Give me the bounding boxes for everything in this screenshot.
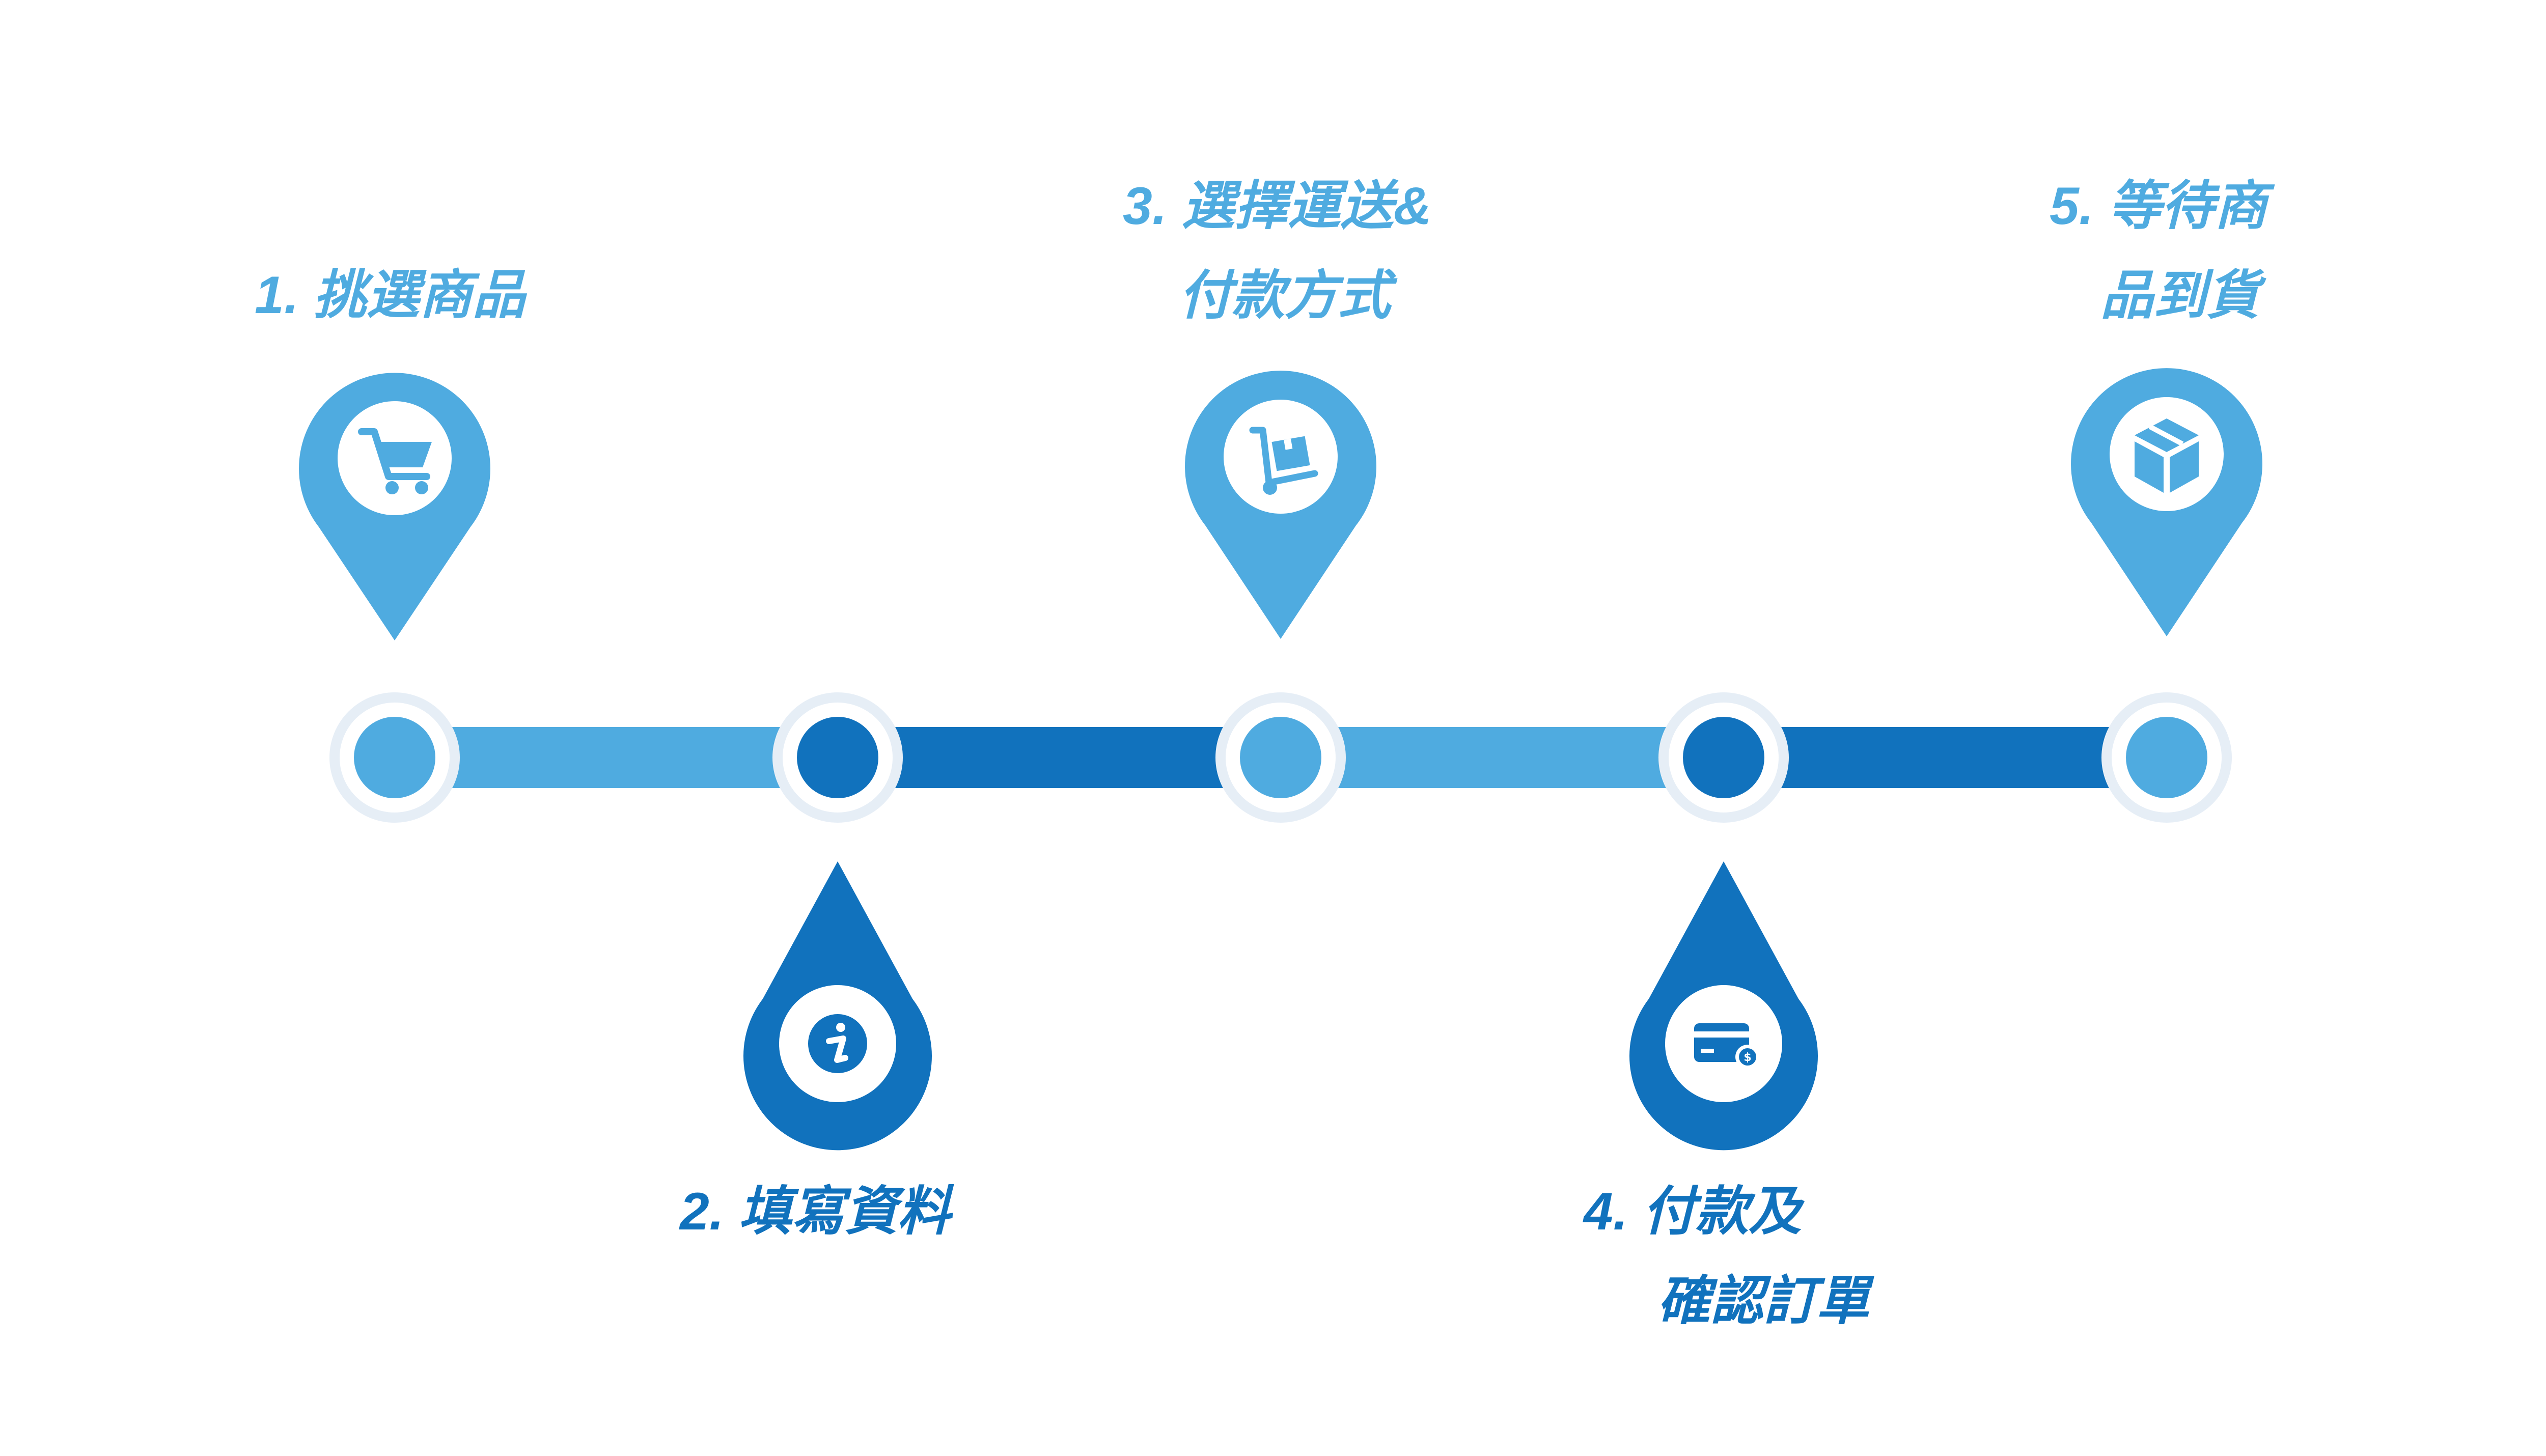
step3-label-line2: 付款方式 [1179, 266, 1391, 325]
step3-pin-marker [1184, 371, 1376, 639]
step2-label: 2. 填寫資料 [680, 1167, 951, 1256]
hand-truck-icon [1249, 427, 1318, 495]
step3-label: 3. 選擇運送& 付款方式 [1123, 161, 1432, 341]
credit-card-icon: $ [1694, 1023, 1760, 1069]
timeline-node-5 [2101, 692, 2232, 823]
step2-drop-marker [743, 861, 932, 1151]
timeline-node-3 [1215, 692, 1346, 823]
step5-pin-marker [2070, 368, 2262, 636]
step5-label-line1: 5. 等待商 [2050, 177, 2267, 236]
timeline-node-1 [329, 692, 460, 823]
timeline-segment-4 [1724, 727, 2167, 788]
shopping-cart-icon [358, 428, 432, 494]
timeline-segment-3 [1281, 727, 1724, 788]
step4-label: 4. 付款及 確認訂單 [1584, 1167, 1869, 1346]
timeline-node-4 [1658, 692, 1789, 823]
step5-label-line2: 品到貨 [2100, 266, 2260, 325]
timeline-segment-2 [838, 727, 1281, 788]
package-box-icon [2135, 418, 2199, 493]
step4-label-line2: 確認訂單 [1657, 1272, 1870, 1331]
step1-pin-marker [299, 373, 490, 640]
svg-text:$: $ [1744, 1051, 1751, 1064]
step4-label-line1: 4. 付款及 [1584, 1182, 1802, 1241]
step5-label: 5. 等待商 品到貨 [2050, 161, 2267, 341]
step1-label: 1. 挑選商品 [255, 250, 525, 340]
timeline-segment-1 [395, 727, 838, 788]
timeline-node-2 [772, 692, 903, 823]
step1-label-line1: 1. 挑選商品 [255, 266, 525, 325]
info-icon [808, 1014, 867, 1073]
step2-label-line1: 2. 填寫資料 [680, 1182, 951, 1241]
step4-drop-marker: $ [1629, 861, 1818, 1151]
step3-label-line1: 3. 選擇運送& [1123, 177, 1432, 236]
